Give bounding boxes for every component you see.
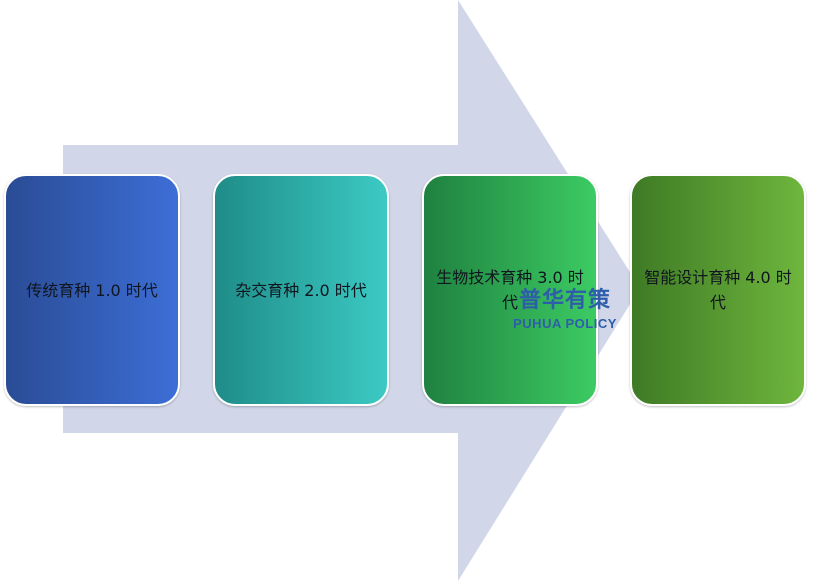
stage-label-1: 传统育种 1.0 时代 (26, 280, 158, 300)
stage-box-4: 智能设计育种 4.0 时代 (630, 174, 806, 406)
stage-box-1: 传统育种 1.0 时代 (4, 174, 180, 406)
stage-box-3: 生物技术育种 3.0 时代 (422, 174, 598, 406)
stage-label-3: 生物技术育种 3.0 时代 (436, 268, 584, 312)
stage-label-2: 杂交育种 2.0 时代 (235, 280, 367, 300)
stage-box-2: 杂交育种 2.0 时代 (213, 174, 389, 406)
stage-label-4: 智能设计育种 4.0 时代 (644, 268, 792, 312)
